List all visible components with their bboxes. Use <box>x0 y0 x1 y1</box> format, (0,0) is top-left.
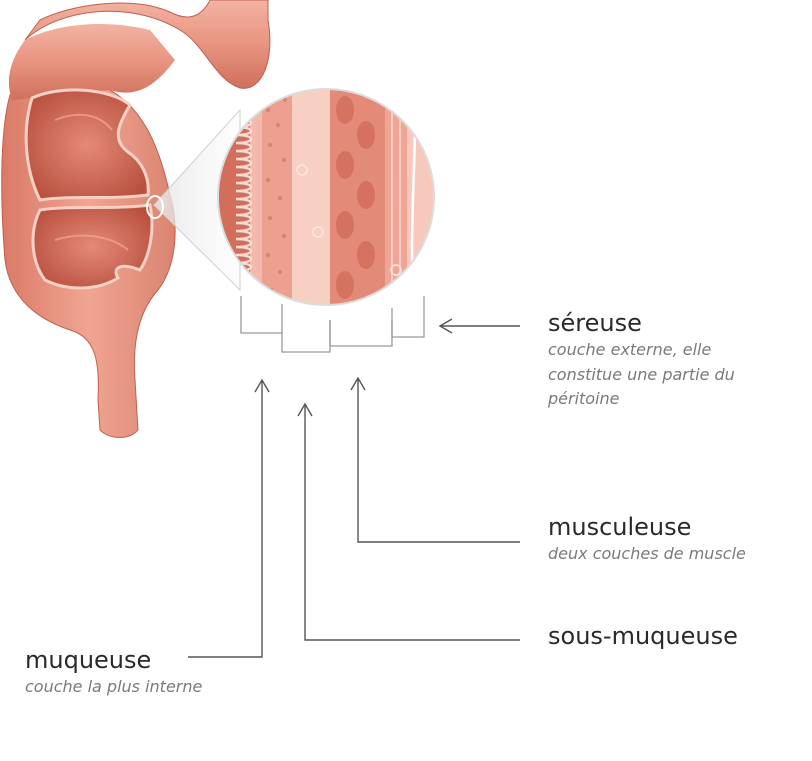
muscularis-title: musculeuse <box>548 513 810 542</box>
submucosa-title: sous-muqueuse <box>548 622 738 651</box>
muscularis-leader <box>358 378 520 542</box>
serosa-title: séreuse <box>548 309 798 338</box>
magnified-wall-section <box>210 80 450 320</box>
submucosa-label: sous-muqueuse <box>548 622 738 651</box>
leader-lines <box>188 319 520 657</box>
serosa-description: couche externe, elle constitue une parti… <box>548 338 788 412</box>
mucosa-label: muqueuse couche la plus interne <box>25 646 202 700</box>
mucosa-leader <box>188 380 262 657</box>
mucosa-title: muqueuse <box>25 646 202 675</box>
muscularis-description: deux couches de muscle <box>548 542 810 567</box>
muscularis-label: musculeuse deux couches de muscle <box>548 513 810 567</box>
submucosa-leader <box>305 404 520 640</box>
serosa-label: séreuse couche externe, elle constitue u… <box>548 309 798 412</box>
mucosa-description: couche la plus interne <box>25 675 202 700</box>
